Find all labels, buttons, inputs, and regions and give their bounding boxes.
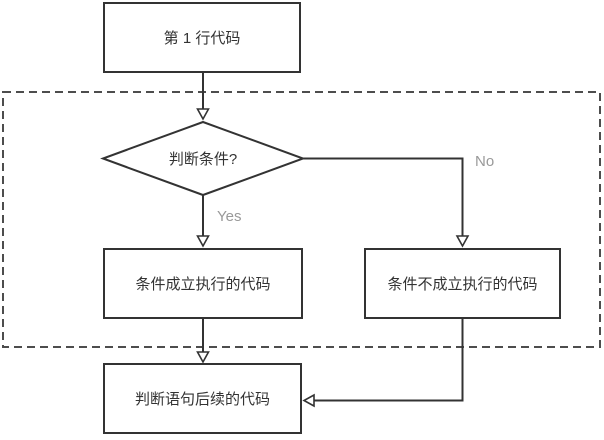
node-start-box bbox=[103, 2, 301, 73]
edge-condition-to-false-branch bbox=[303, 157, 470, 248]
node-condition-label: 判断条件? bbox=[169, 151, 237, 168]
node-start: 第 1 行代码 bbox=[103, 2, 301, 73]
node-condition: 判断条件? bbox=[100, 120, 306, 197]
node-true-branch-label: 条件成立执行的代码 bbox=[135, 276, 270, 293]
node-next: 判断语句后续的代码 bbox=[103, 363, 302, 434]
node-next-box bbox=[103, 363, 302, 434]
node-true-branch-box bbox=[103, 248, 303, 319]
node-false-branch: 条件不成立执行的代码 bbox=[364, 248, 561, 319]
node-false-branch-box bbox=[364, 248, 561, 319]
node-next-label: 判断语句后续的代码 bbox=[135, 391, 270, 408]
dashed-region-border bbox=[2, 91, 601, 348]
node-start-label: 第 1 行代码 bbox=[164, 29, 241, 47]
node-condition-diamond bbox=[100, 120, 306, 197]
edge-label-yes: Yes bbox=[217, 208, 241, 225]
node-false-branch-label: 条件不成立执行的代码 bbox=[387, 276, 537, 293]
node-true-branch: 条件成立执行的代码 bbox=[103, 248, 303, 319]
edge-false-branch-to-next bbox=[302, 318, 464, 408]
edge-label-no: No bbox=[475, 153, 494, 170]
